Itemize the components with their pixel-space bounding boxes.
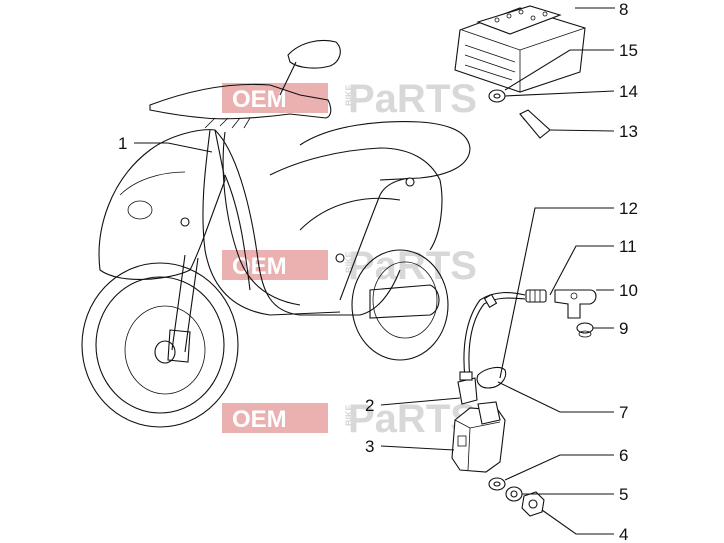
spark-plug-cap-spring (525, 289, 547, 303)
callout-11: 11 (619, 237, 637, 256)
cap-seal (576, 322, 594, 338)
callout-6: 6 (619, 446, 628, 465)
watermark-bottom: OEM BIKE PaRTS (222, 397, 477, 441)
callout-10: 10 (619, 281, 638, 300)
callout-12: 12 (619, 199, 638, 218)
callout-2: 2 (365, 396, 374, 415)
callout-9: 9 (619, 319, 628, 338)
scooter-illustration (81, 39, 471, 428)
svg-text:BIKE: BIKE (344, 84, 354, 106)
svg-text:OEM: OEM (232, 86, 287, 113)
callout-15: 15 (619, 41, 638, 60)
voltage-regulator (454, 5, 586, 93)
callout-3: 3 (365, 437, 374, 456)
callout-14: 14 (619, 82, 638, 101)
svg-text:PaRTS: PaRTS (348, 244, 477, 288)
callout-7: 7 (619, 403, 628, 422)
leader-lines (134, 7, 615, 535)
svg-text:PaRTS: PaRTS (348, 77, 477, 121)
watermark-top: OEM BIKE PaRTS (222, 77, 477, 121)
watermark-middle: OEM BIKE PaRTS (222, 244, 477, 288)
nut-4 (521, 491, 545, 517)
coil-connector (457, 371, 478, 405)
svg-text:BIKE: BIKE (344, 251, 354, 273)
svg-text:OEM: OEM (232, 406, 287, 433)
ignition-coil (451, 401, 506, 473)
callout-4: 4 (619, 525, 628, 543)
coil-boot (476, 366, 507, 389)
callout-13: 13 (619, 122, 638, 141)
ht-cable (463, 292, 526, 379)
spark-plug-cap (554, 289, 597, 319)
regulator-screw (519, 109, 551, 139)
callout-8: 8 (619, 0, 628, 19)
washer-6 (488, 477, 506, 491)
svg-text:BIKE: BIKE (344, 404, 354, 426)
callout-1: 1 (118, 134, 127, 153)
regulator-washer (488, 89, 506, 103)
washer-5 (505, 486, 523, 502)
callout-5: 5 (619, 485, 628, 504)
